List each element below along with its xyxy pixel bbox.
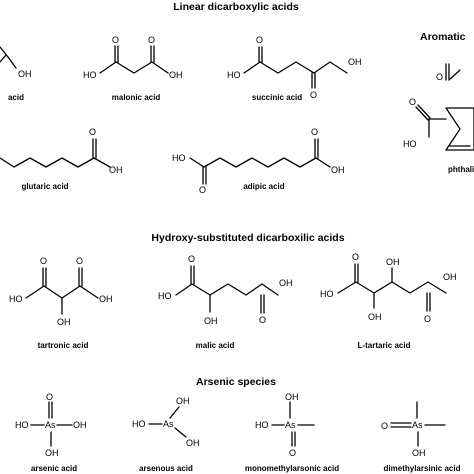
svg-text:OH: OH [204,316,218,326]
svg-text:O: O [289,448,296,458]
svg-text:O: O [148,35,155,45]
svg-text:As: As [45,420,56,430]
svg-text:OH: OH [45,448,59,458]
svg-text:HO: HO [9,294,23,304]
section-title-hydroxy: Hydroxy-substituted dicarboxilic acids [151,232,344,244]
svg-text:OH: OH [348,57,362,67]
svg-text:O: O [311,127,318,137]
malic-acid-structure: O HO OH OH O [158,254,293,326]
glutaric-acid-structure: O OH [0,127,123,175]
svg-text:OH: OH [443,272,457,282]
compound-label-malic: malic acid [196,341,235,350]
section-title-arsenic: Arsenic species [196,376,276,388]
svg-text:OH: OH [109,165,123,175]
svg-text:HO: HO [158,291,172,301]
compound-label-succinic: succinic acid [252,93,302,102]
svg-text:O: O [112,35,119,45]
svg-text:O: O [436,72,443,82]
adipic-acid-structure: HO O O OH [172,127,345,195]
compound-label-malonic: malonic acid [112,93,161,102]
dimethylarsinic-acid-structure: As O OH [381,401,446,458]
svg-text:OH: OH [331,165,345,175]
compound-label-dma: dimethylarsinic acid [384,464,461,473]
phthalic-acid-structure: O O HO [403,63,474,151]
malonic-acid-structure: O O HO OH [83,35,183,80]
compound-label-adipic: adipic acid [243,182,284,191]
compound-label-tartronic: tartronic acid [38,341,89,350]
svg-text:O: O [381,421,388,431]
svg-text:OH: OH [386,257,400,267]
svg-text:O: O [89,127,96,137]
svg-text:HO: HO [132,419,146,429]
compound-label-oxalic: acid [8,93,24,102]
svg-text:O: O [352,252,359,262]
svg-text:OH: OH [73,420,87,430]
svg-text:HO: HO [172,153,186,163]
svg-text:OH: OH [186,438,200,448]
compound-label-l-tartaric: L-tartaric acid [358,341,411,350]
oxalic-acid-structure: OH [0,46,32,79]
section-title-aromatic: Aromatic [420,31,466,43]
svg-text:HO: HO [320,289,334,299]
svg-text:OH: OH [176,396,190,406]
svg-text:OH: OH [368,312,382,322]
svg-text:O: O [46,392,53,402]
svg-text:O: O [256,35,263,45]
compound-label-mma: monomethylarsonic acid [245,464,339,473]
svg-text:OH: OH [285,392,299,402]
arsenous-acid-structure: As HO OH OH [132,396,200,448]
svg-text:OH: OH [412,448,426,458]
svg-text:O: O [409,97,416,107]
svg-text:O: O [259,315,266,325]
compound-label-arsenic: arsenic acid [31,464,77,473]
svg-text:OH: OH [169,70,183,80]
svg-text:OH: OH [99,294,113,304]
svg-text:O: O [199,185,206,195]
svg-text:O: O [188,254,195,264]
svg-text:O: O [424,314,431,324]
svg-text:HO: HO [83,70,97,80]
svg-text:HO: HO [15,420,29,430]
svg-text:O: O [76,256,83,266]
svg-text:OH: OH [18,69,32,79]
monomethylarsonic-acid-structure: As OH HO O [255,392,315,458]
svg-text:As: As [163,419,174,429]
svg-text:O: O [40,256,47,266]
svg-text:HO: HO [255,420,269,430]
svg-text:As: As [285,420,296,430]
tartronic-acid-structure: O O HO OH OH [9,256,113,327]
svg-text:HO: HO [227,70,241,80]
arsenic-acid-structure: As O HO OH OH [15,392,87,458]
compound-label-arsenous: arsenous acid [139,464,193,473]
svg-text:OH: OH [57,317,71,327]
compound-label-glutaric: glutaric acid [21,182,68,191]
compound-label-phthalic: phthalic [448,165,474,174]
svg-text:OH: OH [279,278,293,288]
section-title-linear: Linear dicarboxylic acids [173,1,299,13]
svg-text:HO: HO [403,139,417,149]
succinic-acid-structure: O O HO OH [227,35,362,100]
l-tartaric-acid-structure: O HO OH OH OH O [320,252,457,324]
svg-text:As: As [412,420,423,430]
svg-text:O: O [310,90,317,100]
